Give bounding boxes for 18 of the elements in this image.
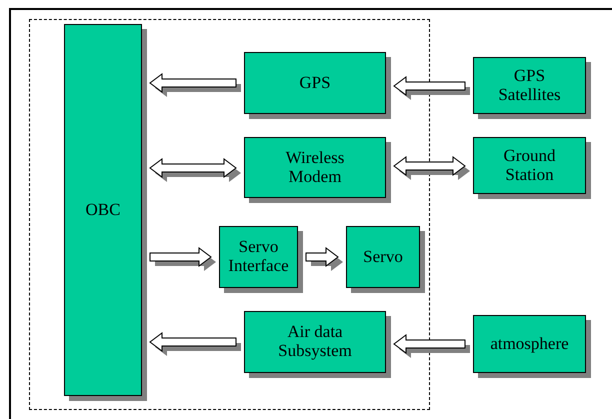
- dashed-group-box: [29, 19, 430, 410]
- box-label: Servo Interface: [227, 238, 290, 276]
- block-arrow: [149, 332, 241, 356]
- box-label: Servo: [362, 248, 404, 266]
- block-arrow: [306, 247, 343, 271]
- block-arrow: [393, 334, 470, 358]
- box-label: OBC: [84, 200, 122, 220]
- box-label: GPS Satellites: [497, 66, 562, 104]
- box-label: GPS: [298, 74, 332, 92]
- block-arrow: [393, 76, 470, 100]
- box-label: Air data Subsystem: [277, 323, 353, 361]
- block-arrow: [150, 247, 216, 271]
- box-label: Wireless Modem: [284, 148, 346, 186]
- block-arrow: [393, 156, 470, 180]
- block-arrow: [149, 73, 241, 97]
- box-label: Ground Station: [502, 146, 556, 184]
- block-arrow: [149, 158, 241, 182]
- box-label: atmosphere: [489, 334, 570, 354]
